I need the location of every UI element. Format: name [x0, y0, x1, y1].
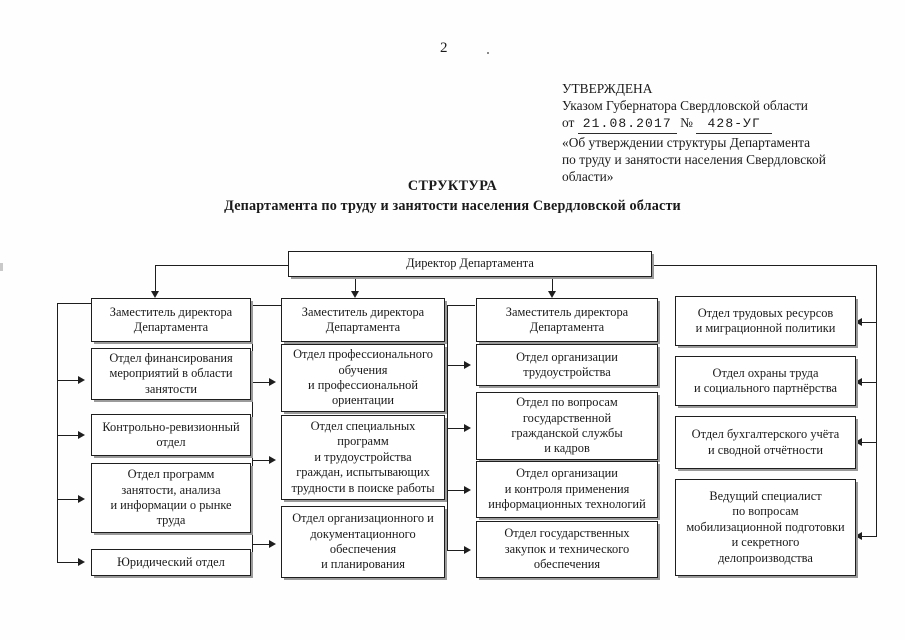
node-director-label: Директор Департамента — [406, 256, 534, 271]
connector-c1a — [57, 380, 79, 382]
connector-col3-drop — [552, 276, 554, 293]
approval-line-4: «Об утверждении структуры Департамента — [562, 134, 811, 150]
connector-col2-trunk — [252, 305, 254, 554]
arrowhead-c2b — [269, 456, 276, 464]
connector-c3d — [447, 550, 465, 552]
connector-c2a — [252, 382, 270, 384]
connector-c3a — [447, 365, 465, 367]
arrowhead-c1d — [78, 558, 85, 566]
approval-line-5: по труду и занятости населения Свердловс… — [562, 151, 826, 167]
arrowhead-c1a — [78, 376, 85, 384]
arrowhead-c2a — [269, 378, 276, 386]
decree-number-value: 428-УГ — [696, 115, 773, 134]
scan-artifact-dot — [487, 52, 489, 54]
connector-col2-drop — [355, 276, 357, 293]
number-prefix: № — [680, 115, 693, 131]
arrowhead-c4c — [855, 438, 862, 446]
connector-col2-stub — [252, 305, 282, 307]
node-director[interactable]: Директор Департамента — [288, 251, 652, 277]
arrowhead-c4b — [855, 378, 862, 386]
connector-c4b — [862, 382, 877, 384]
connector-c4d — [862, 536, 877, 538]
connector-c2c — [252, 544, 270, 546]
arrowhead-c3d — [464, 546, 471, 554]
approval-date-line: от 21.08.2017 № 428-УГ — [562, 114, 892, 134]
decree-date-value: 21.08.2017 — [577, 115, 677, 134]
arrowhead-col3-head — [548, 291, 556, 298]
connector-c1c — [57, 499, 79, 501]
approval-line-6: области» — [562, 169, 614, 185]
approval-block: УТВЕРЖДЕНА Указом Губернатора Свердловск… — [562, 80, 892, 185]
connector-c1b — [57, 435, 79, 437]
arrowhead-c1b — [78, 431, 85, 439]
arrowhead-c2c — [269, 540, 276, 548]
connector-col4-trunk — [876, 265, 878, 537]
connector-col1-trunk — [57, 303, 59, 562]
page-subtitle: Департамента по труду и занятости населе… — [224, 198, 681, 214]
connector-c4c — [862, 442, 877, 444]
connector-col3-stub — [447, 305, 475, 307]
node-label: Юридический отдел — [117, 554, 225, 569]
connector-col1-drop — [155, 265, 157, 293]
date-prefix: от — [562, 115, 575, 131]
arrowhead-col2-head — [351, 291, 359, 298]
node-dept-legal[interactable]: Юридический отдел — [91, 549, 251, 576]
approval-line-1: УТВЕРЖДЕНА — [562, 81, 653, 96]
connector-c1d — [57, 562, 79, 564]
connector-c3b — [447, 428, 465, 430]
connector-col1-stub — [57, 303, 92, 305]
connector-director-left — [155, 265, 289, 267]
arrowhead-c3a — [464, 361, 471, 369]
page-number: 2 — [440, 40, 448, 56]
connector-director-right — [652, 265, 877, 267]
arrowhead-c3c — [464, 486, 471, 494]
arrowhead-col1-head — [151, 291, 159, 298]
arrowhead-c4d — [855, 532, 862, 540]
page-title: СТРУКТУРА — [407, 178, 498, 194]
arrowhead-c3b — [464, 424, 471, 432]
connector-c4a — [862, 322, 877, 324]
approval-line-2: Указом Губернатора Свердловской области — [562, 98, 808, 114]
connector-c2b — [252, 460, 270, 462]
connector-c3c — [447, 490, 465, 492]
scan-artifact-edge — [0, 263, 3, 271]
arrowhead-c1c — [78, 495, 85, 503]
arrowhead-c4a — [855, 318, 862, 326]
